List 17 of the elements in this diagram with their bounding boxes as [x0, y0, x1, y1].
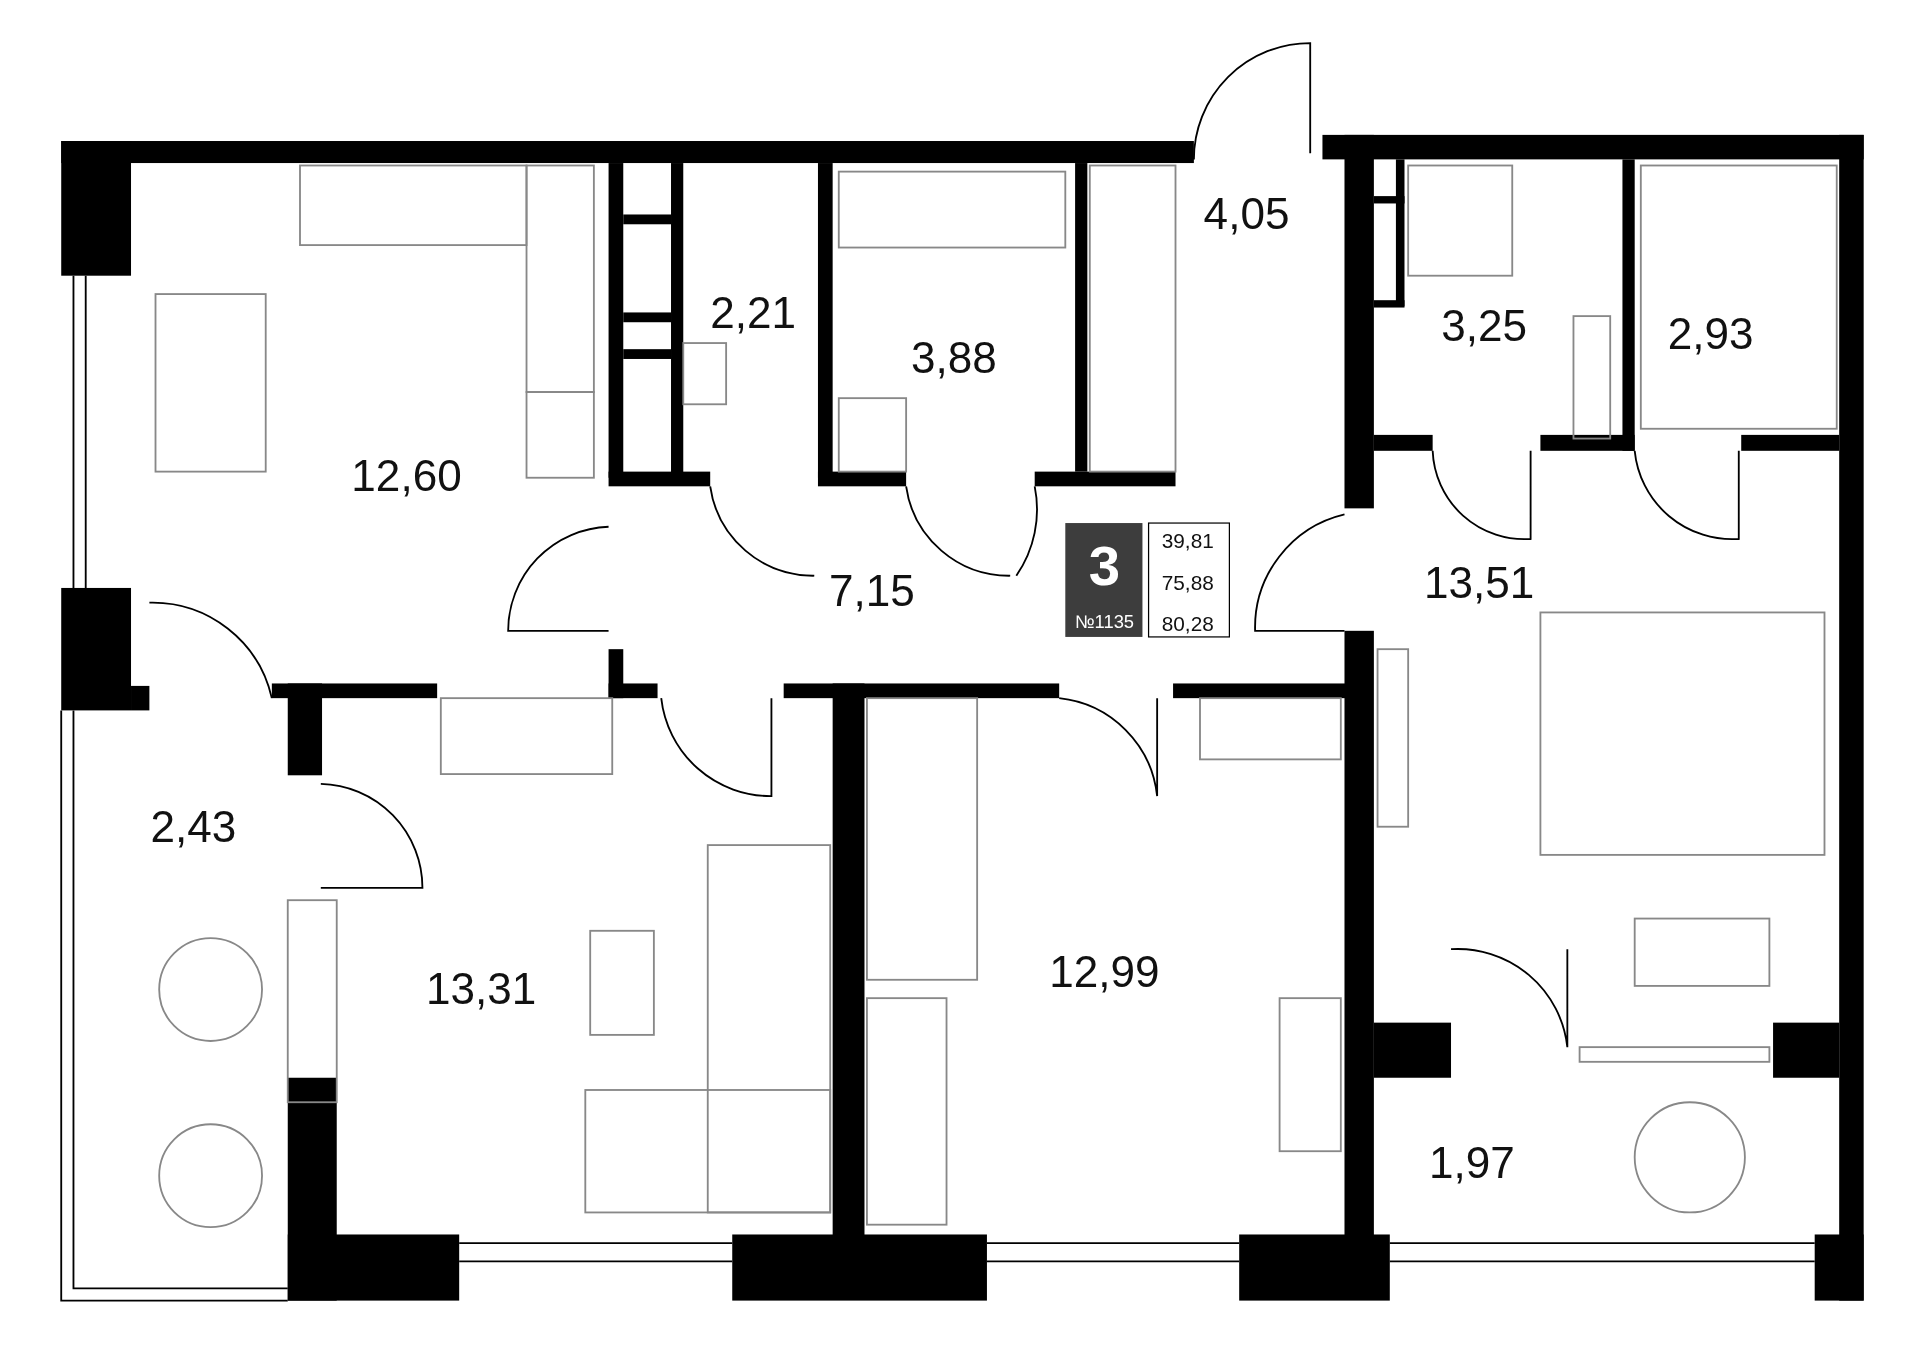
- apartment-number: №1135: [1074, 612, 1135, 632]
- room-area-label: 4,05: [1203, 192, 1290, 237]
- area-value: 39,81: [1161, 530, 1214, 552]
- room-area-label: 7,15: [828, 569, 915, 614]
- area-value: 80,28: [1161, 614, 1214, 635]
- room-count: 3: [1088, 537, 1121, 594]
- room-area-label: 1,97: [1428, 1141, 1515, 1186]
- room-area-label: 13,31: [426, 967, 537, 1012]
- room-area-label: 3,88: [911, 335, 997, 380]
- room-area-label: 2,43: [150, 804, 237, 849]
- room-area-label: 13,51: [1424, 560, 1535, 605]
- room-area-label: 2,21: [710, 291, 796, 336]
- room-area-label: 2,93: [1667, 312, 1754, 357]
- area-value: 75,88: [1161, 572, 1214, 594]
- room-area-label: 12,99: [1049, 950, 1160, 995]
- room-area-label: 3,25: [1441, 303, 1527, 348]
- room-area-label: 12,60: [351, 454, 462, 499]
